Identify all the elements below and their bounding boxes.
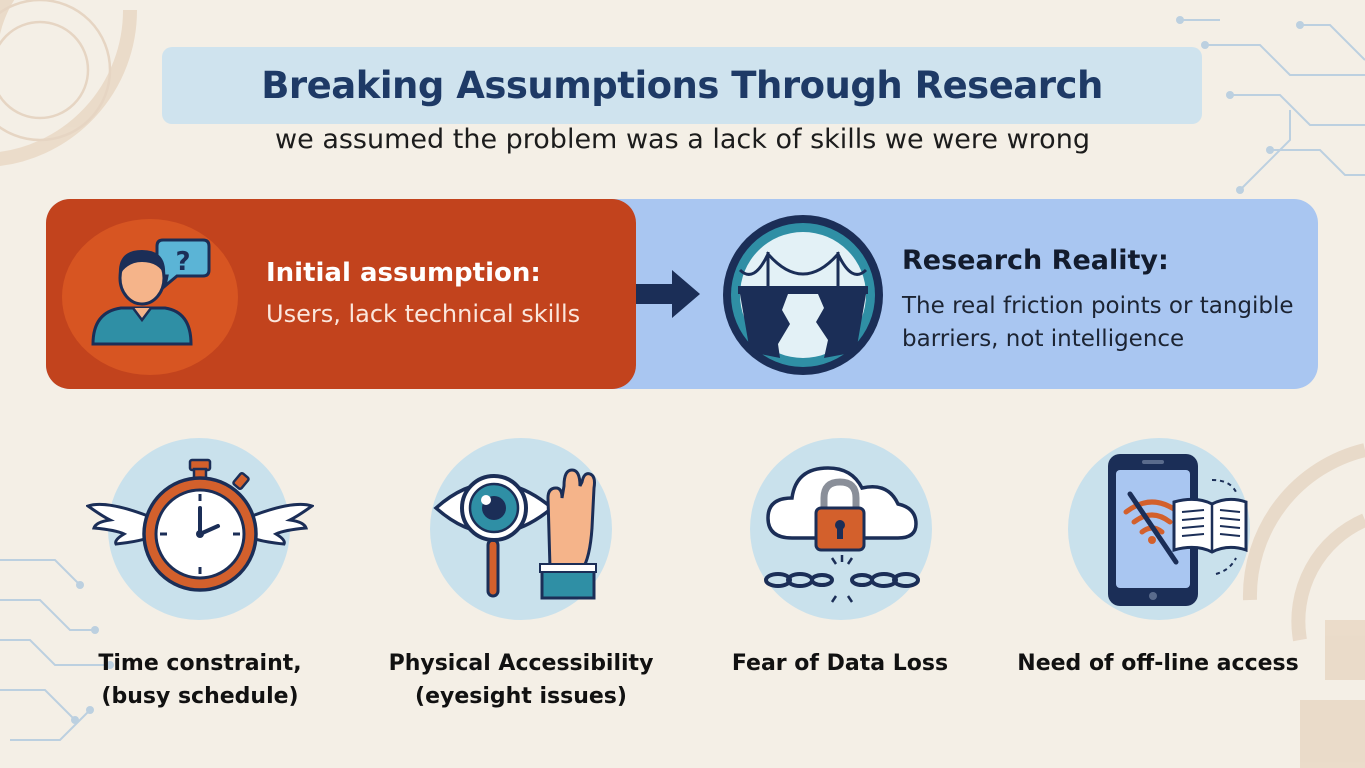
factor-label-line: Physical Accessibility <box>388 651 654 676</box>
page-subtitle: we assumed the problem was a lack of ski… <box>275 124 1090 155</box>
assumption-body: Users, lack technical skills <box>266 300 581 328</box>
eye-magnifier-hand-icon <box>433 468 597 600</box>
winged-stopwatch-icon <box>86 458 314 592</box>
broken-bridge-icon <box>723 215 883 375</box>
factor-label-line: (busy schedule) <box>101 684 299 709</box>
reality-heading: Research Reality: <box>902 245 1169 276</box>
title-banner: Breaking Assumptions Through Research <box>162 47 1202 124</box>
user-question-icon: ? <box>91 238 211 346</box>
factor-label-time: Time constraint, (busy schedule) <box>50 647 350 713</box>
reality-body: The real friction points or tangible bar… <box>902 293 1294 352</box>
factor-label-line: Time constraint, <box>98 651 302 676</box>
factor-label-accessibility: Physical Accessibility (eyesight issues) <box>371 647 671 713</box>
factor-label-offline: Need of off-line access <box>1008 647 1308 680</box>
page-title: Breaking Assumptions Through Research <box>261 64 1103 107</box>
phone-offline-book-icon <box>1108 454 1248 606</box>
svg-text:?: ? <box>175 247 190 277</box>
factor-label-line: Fear of Data Loss <box>731 651 949 676</box>
factor-label-data-loss: Fear of Data Loss <box>690 647 990 680</box>
factor-label-line: Need of off-line access <box>1017 651 1299 676</box>
arrow-right-icon <box>636 270 700 318</box>
assumption-heading: Initial assumption: <box>266 258 541 288</box>
factor-label-line: (eyesight issues) <box>415 684 627 709</box>
cloud-lock-broken-chain-icon <box>764 466 920 603</box>
